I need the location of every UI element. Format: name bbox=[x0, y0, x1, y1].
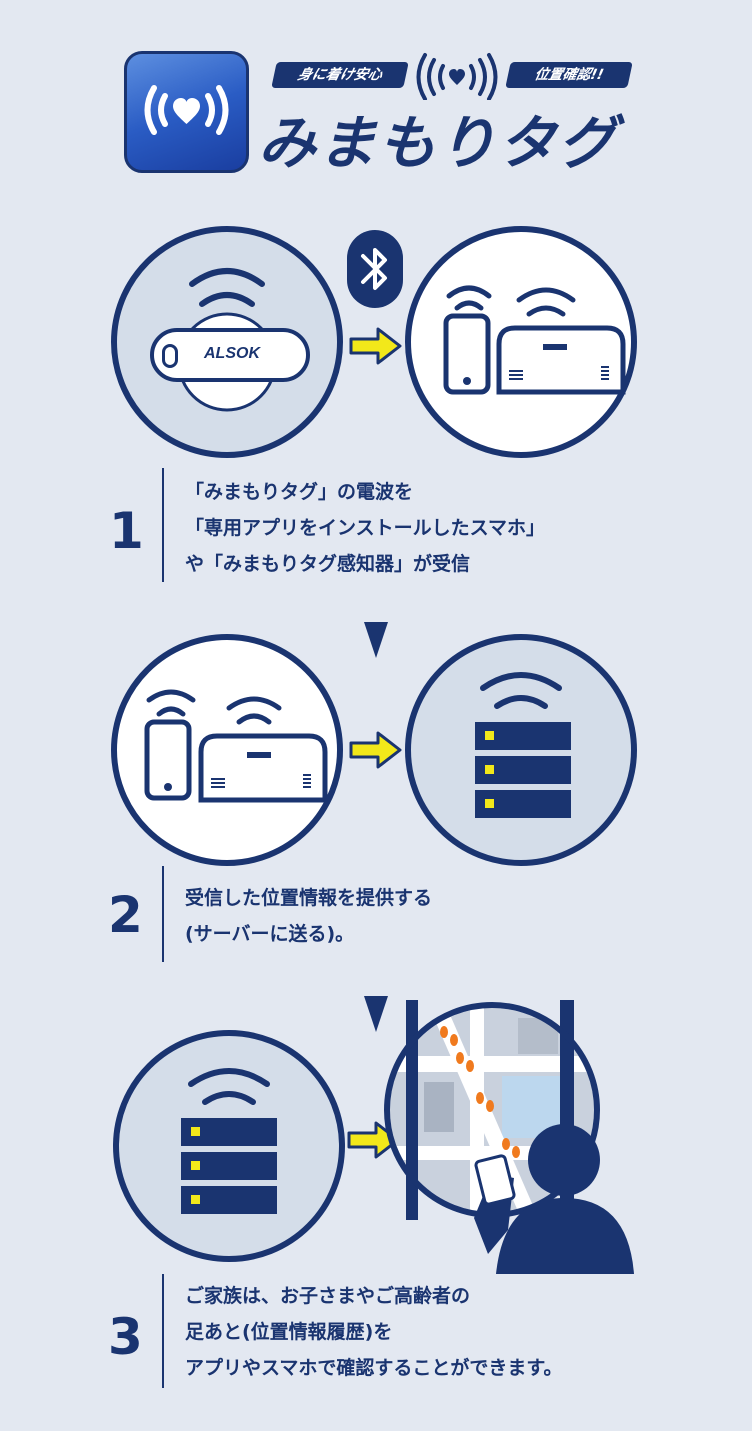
signal-heart-icon bbox=[416, 53, 498, 100]
server-circle bbox=[405, 634, 637, 866]
down-arrow-1 bbox=[364, 622, 388, 658]
step-1-text: 「みまもりタグ」の電波を 「専用アプリをインストールしたスマホ」 や「みまもりタ… bbox=[185, 481, 546, 575]
step-2-divider bbox=[162, 866, 164, 962]
tagline-right: 位置確認!! bbox=[505, 62, 633, 88]
step-2-text: 受信した位置情報を提供する (サーバーに送る)。 bbox=[185, 887, 433, 945]
step-2-number: 2 bbox=[108, 886, 143, 944]
alsok-tag: ALSOK bbox=[150, 328, 310, 382]
tagline-left: 身に着け安心 bbox=[271, 62, 409, 88]
step-3-text: ご家族は、お子さまやご高齢者の 足あと(位置情報履歴)を アプリやスマホで確認す… bbox=[185, 1285, 563, 1379]
right-arrow-icon bbox=[347, 1121, 400, 1159]
tag-device-circle: ALSOK bbox=[111, 226, 343, 458]
step-3-divider bbox=[162, 1274, 164, 1388]
receiver-circle bbox=[405, 226, 637, 458]
bluetooth-icon bbox=[347, 230, 403, 308]
heart-signal-icon bbox=[144, 85, 229, 135]
server-circle-2 bbox=[113, 1030, 345, 1262]
right-arrow-icon bbox=[349, 731, 402, 769]
step-1-number: 1 bbox=[109, 502, 144, 560]
alsok-brand-label: ALSOK bbox=[204, 345, 260, 362]
app-icon bbox=[124, 51, 249, 173]
step-3-number: 3 bbox=[108, 1308, 143, 1366]
right-arrow-icon bbox=[349, 327, 402, 365]
receiver-circle-2 bbox=[111, 634, 343, 866]
logo-title: みまもりタグ bbox=[258, 109, 619, 177]
down-arrow-2 bbox=[364, 996, 388, 1032]
map-circle bbox=[384, 998, 634, 1274]
step-1-divider bbox=[162, 468, 164, 582]
